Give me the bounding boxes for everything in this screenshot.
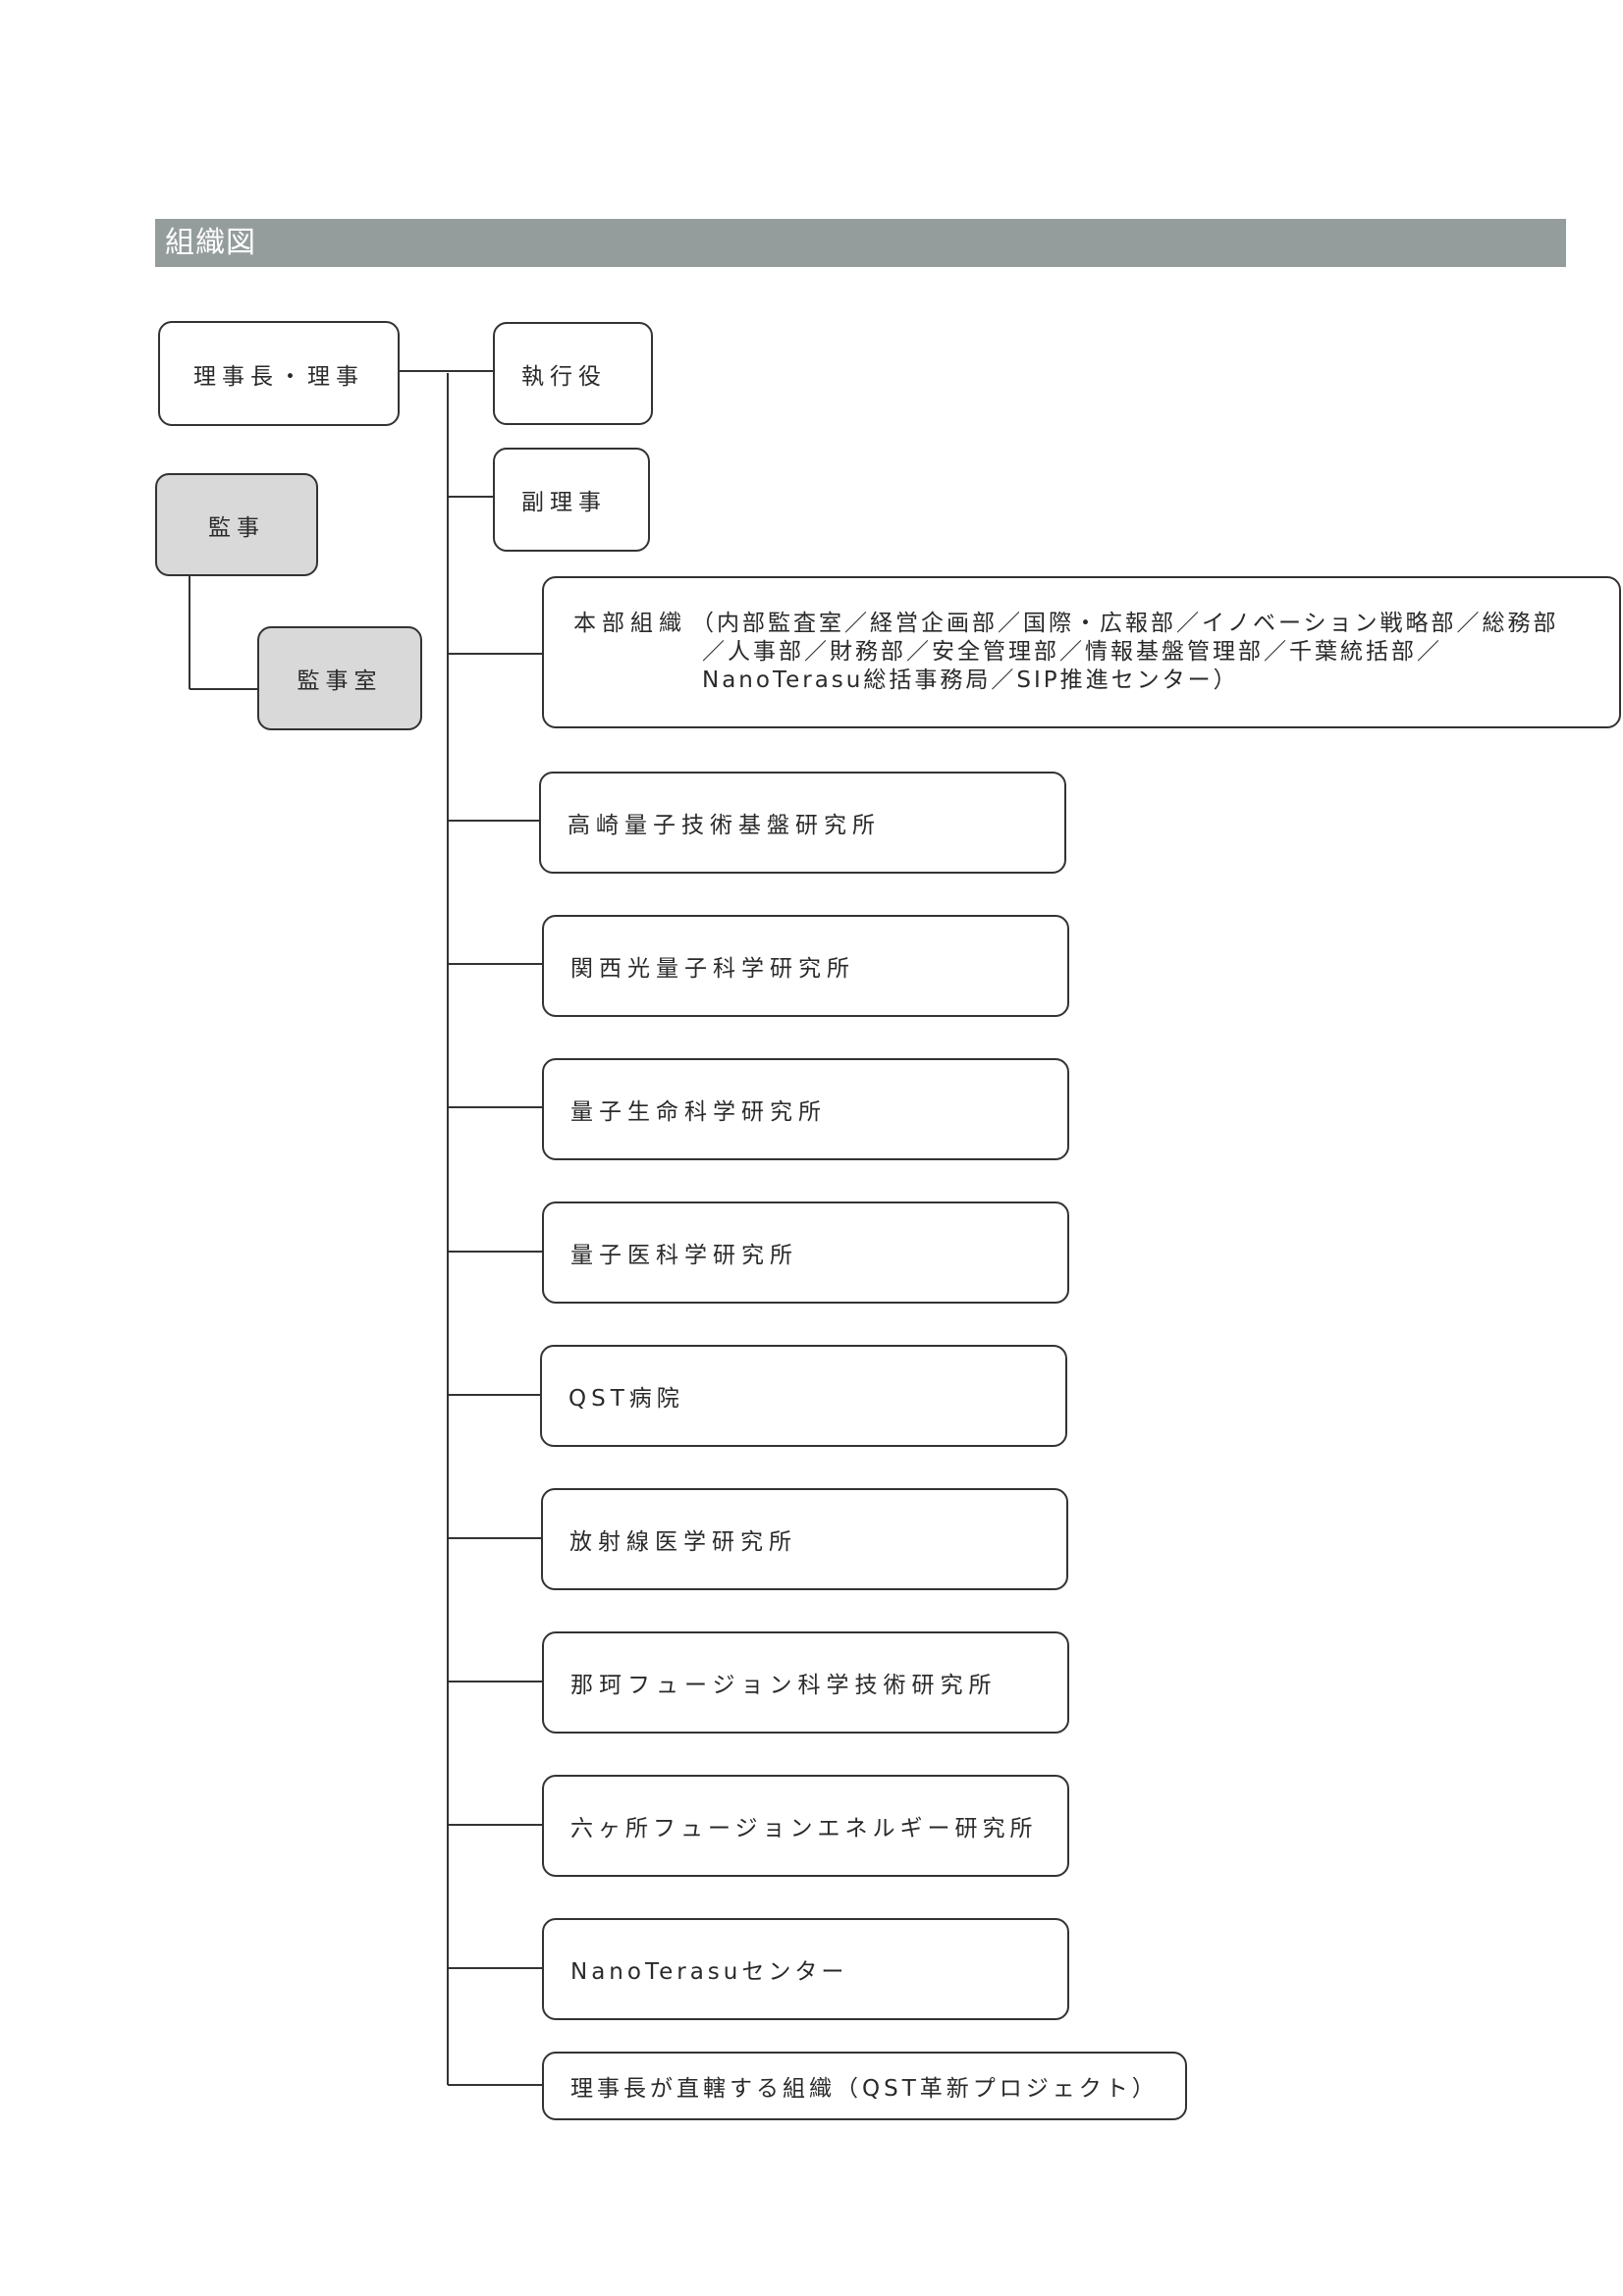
vice-chairman-label: 副理事 [521, 490, 607, 515]
executive-officer-label: 執行役 [521, 363, 607, 390]
institute-box-1: 高崎量子技術基盤研究所 [539, 772, 1066, 874]
auditor-box: 監事 [155, 473, 318, 576]
institute-box-4: 量子医科学研究所 [542, 1201, 1069, 1304]
institute-box-9: NanoTerasuセンター [542, 1918, 1069, 2020]
institute-label-3: 量子生命科学研究所 [570, 1099, 827, 1125]
institute-label-4: 量子医科学研究所 [570, 1243, 798, 1268]
institute-label-8: 六ヶ所フュージョンエネルギー研究所 [570, 1816, 1038, 1842]
institute-label-6: 放射線医学研究所 [569, 1529, 797, 1555]
institute-label-7: 那珂フュージョン科学技術研究所 [570, 1673, 998, 1698]
institute-box-8: 六ヶ所フュージョンエネルギー研究所 [542, 1775, 1069, 1877]
chairman-box: 理事長・理事 [158, 321, 400, 426]
institute-box-10: 理事長が直轄する組織（QST革新プロジェクト） [542, 2052, 1187, 2120]
institute-label-1: 高崎量子技術基盤研究所 [568, 813, 881, 838]
audit-office-label: 監事室 [297, 668, 383, 694]
headquarters-line-3: NanoTerasu総括事務局／SIP推進センター） [702, 667, 1239, 693]
executive-officer-box: 執行役 [493, 322, 653, 425]
headquarters-line-1: （内部監査室／経営企画部／国際・広報部／イノベーション戦略部／総務部 [691, 611, 1559, 636]
institute-box-3: 量子生命科学研究所 [542, 1058, 1069, 1160]
institute-label-10: 理事長が直轄する組織（QST革新プロジェクト） [570, 2076, 1159, 2102]
institute-box-5: QST病院 [540, 1345, 1067, 1447]
institute-label-9: NanoTerasuセンター [570, 1959, 848, 1985]
auditor-label: 監事 [208, 514, 265, 541]
institute-box-7: 那珂フュージョン科学技術研究所 [542, 1631, 1069, 1734]
headquarters-label: 本部組織 [573, 611, 687, 636]
institute-label-2: 関西光量子科学研究所 [570, 956, 855, 982]
page-title: 組織図 [165, 226, 256, 260]
institute-box-6: 放射線医学研究所 [541, 1488, 1068, 1590]
audit-office-box: 監事室 [257, 626, 422, 730]
section-header-bar: 組織図 [155, 219, 1566, 267]
headquarters-line-2: ／人事部／財務部／安全管理部／情報基盤管理部／千葉統括部／ [702, 639, 1442, 665]
institute-box-2: 関西光量子科学研究所 [542, 915, 1069, 1017]
headquarters-box: 本部組織 （内部監査室／経営企画部／国際・広報部／イノベーション戦略部／総務部 … [542, 576, 1621, 728]
institute-label-5: QST病院 [568, 1386, 684, 1412]
chairman-label: 理事長・理事 [193, 363, 364, 390]
vice-chairman-box: 副理事 [493, 448, 650, 552]
